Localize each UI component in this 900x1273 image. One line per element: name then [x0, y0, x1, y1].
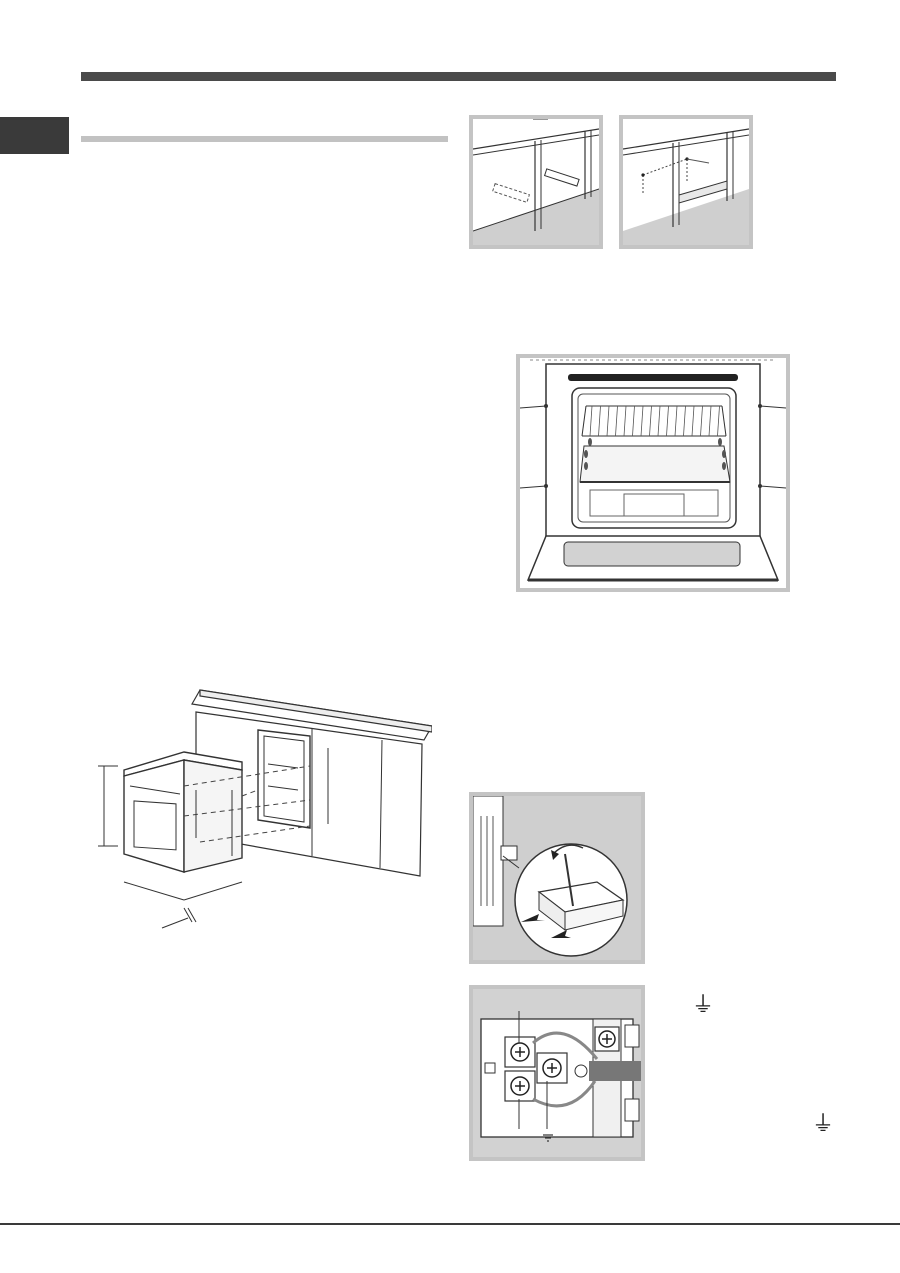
figure-oven-interior: [516, 354, 790, 592]
language-tab: [0, 117, 69, 154]
section-heading-rule: [81, 136, 448, 142]
earth-symbol-bottom: ⏚: [812, 1112, 835, 1137]
header-rule: [81, 72, 836, 81]
figure-cabinet-rails: [469, 115, 603, 249]
footer-rule: [0, 1223, 900, 1225]
earth-symbol-top: ⏚: [692, 993, 715, 1018]
figure-terminal-box: [469, 792, 645, 964]
figure-cabinet-shelf: [619, 115, 753, 249]
figure-installation-dimensions: [92, 686, 433, 936]
figure-terminal-wiring: [469, 985, 645, 1161]
